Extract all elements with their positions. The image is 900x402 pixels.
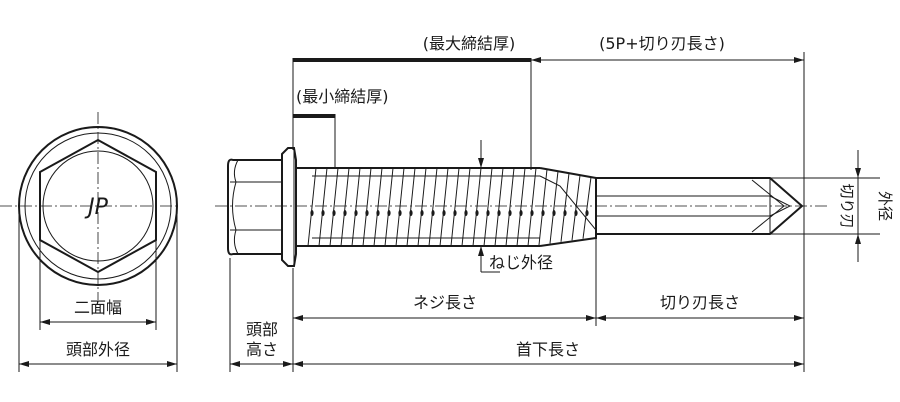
drill-point <box>596 177 804 235</box>
head-height-dimension: 頭部 高さ <box>230 320 293 367</box>
thread-crest <box>538 169 548 246</box>
washer-flange <box>281 147 297 267</box>
thread-crest <box>406 167 416 247</box>
thread-crest <box>307 167 317 247</box>
drill-diameter-label-line2: 外径 <box>876 191 894 221</box>
pitch-drill-label: (5P+切り刃長さ) <box>599 34 725 53</box>
head-height-label-line1: 頭部 <box>246 320 278 339</box>
thread-root-mark <box>310 210 314 216</box>
thread-root-mark <box>365 210 369 216</box>
thread-crest <box>483 167 493 247</box>
thread-root-mark <box>442 210 446 216</box>
thread-crest <box>560 173 570 242</box>
thread-crest <box>340 167 350 247</box>
thread-crest <box>582 177 592 239</box>
thread-root-mark <box>332 210 336 216</box>
thread-crest <box>472 167 482 247</box>
thread-crest <box>527 167 537 247</box>
hex-head-side <box>227 158 283 256</box>
thread-root-mark <box>376 210 380 216</box>
thread-diameter-dimension: ねじ外径 <box>478 140 553 273</box>
thread-root-mark <box>420 210 424 216</box>
thread-root-mark <box>497 210 501 216</box>
thread-root-mark <box>343 210 347 216</box>
thread-crests <box>307 167 592 247</box>
thread-root-mark <box>464 210 468 216</box>
under-head-length-dimension: 首下長さ <box>293 340 804 367</box>
hex-chamfer-circle <box>42 150 154 262</box>
thread-root-mark <box>541 210 545 216</box>
thread-root-mark <box>475 210 479 216</box>
head-mark: JP <box>84 195 108 220</box>
drill-length-label: 切り刃長さ <box>660 293 740 312</box>
thread-root-mark <box>585 210 589 216</box>
thread-crest <box>571 175 581 241</box>
thread-length-dimension: ネジ長さ <box>293 293 596 321</box>
max-grip-label: (最大締結厚) <box>423 34 516 53</box>
thread-crest <box>439 167 449 247</box>
thread-crest <box>516 167 526 247</box>
thread-root-mark <box>453 210 457 216</box>
thread-root-mark <box>398 210 402 216</box>
thread-root-mark <box>574 210 578 216</box>
thread-root-mark <box>486 210 490 216</box>
thread-crest <box>450 167 460 247</box>
thread-root-mark <box>563 210 567 216</box>
screw-side-view <box>215 147 830 267</box>
thread-root-mark <box>354 210 358 216</box>
thread-root-mark <box>508 210 512 216</box>
thread-crest <box>384 167 394 247</box>
head-outer-diameter-label: 頭部外径 <box>66 340 130 359</box>
thread-crest <box>417 167 427 247</box>
thread-crest <box>428 167 438 247</box>
thread-root-mark <box>519 210 523 216</box>
head-height-label-line2: 高さ <box>246 340 278 359</box>
thread-crest <box>329 167 339 247</box>
min-grip-dimension: (最小締結厚) <box>293 87 389 168</box>
thread-root-mark <box>431 210 435 216</box>
thread-runout <box>539 167 597 247</box>
thread-crest <box>461 167 471 247</box>
across-flats-dimension: 二面幅 <box>39 240 157 330</box>
pitch-drill-dimension: (5P+切り刃長さ) <box>531 34 805 206</box>
min-grip-bar <box>293 114 335 118</box>
thread-root-mark <box>530 210 534 216</box>
thread-root-mark <box>552 210 556 216</box>
thread-root-mark <box>409 210 413 216</box>
thread-crest <box>351 167 361 247</box>
drill-diameter-label-line1: 切り刃 <box>838 183 856 228</box>
head-outer-diameter-dimension: 頭部外径 <box>18 210 178 372</box>
thread-crest <box>549 171 559 244</box>
head-flange-circle <box>18 126 178 286</box>
thread-root-mark <box>321 210 325 216</box>
max-grip-dimension: (最大締結厚) <box>292 34 532 170</box>
thread-crest <box>318 167 328 247</box>
thread-crest <box>395 167 405 247</box>
thread-crest <box>505 167 515 247</box>
drill-diameter-dimension: 切り刃 外径 <box>770 150 894 262</box>
head-flange-inner-circle <box>24 132 172 280</box>
thread-diameter-label: ねじ外径 <box>489 253 553 272</box>
under-head-length-label: 首下長さ <box>516 340 580 359</box>
thread-root-mark <box>387 210 391 216</box>
thread-crest <box>373 167 383 247</box>
max-grip-bar <box>293 58 531 62</box>
drill-length-dimension: 切り刃長さ <box>596 293 804 321</box>
thread-crest <box>494 167 504 247</box>
head-end-view: JP <box>0 112 180 300</box>
across-flats-label: 二面幅 <box>74 298 122 317</box>
min-grip-label: (最小締結厚) <box>296 87 389 106</box>
thread-crest <box>362 167 372 247</box>
thread-length-label: ネジ長さ <box>413 293 477 312</box>
